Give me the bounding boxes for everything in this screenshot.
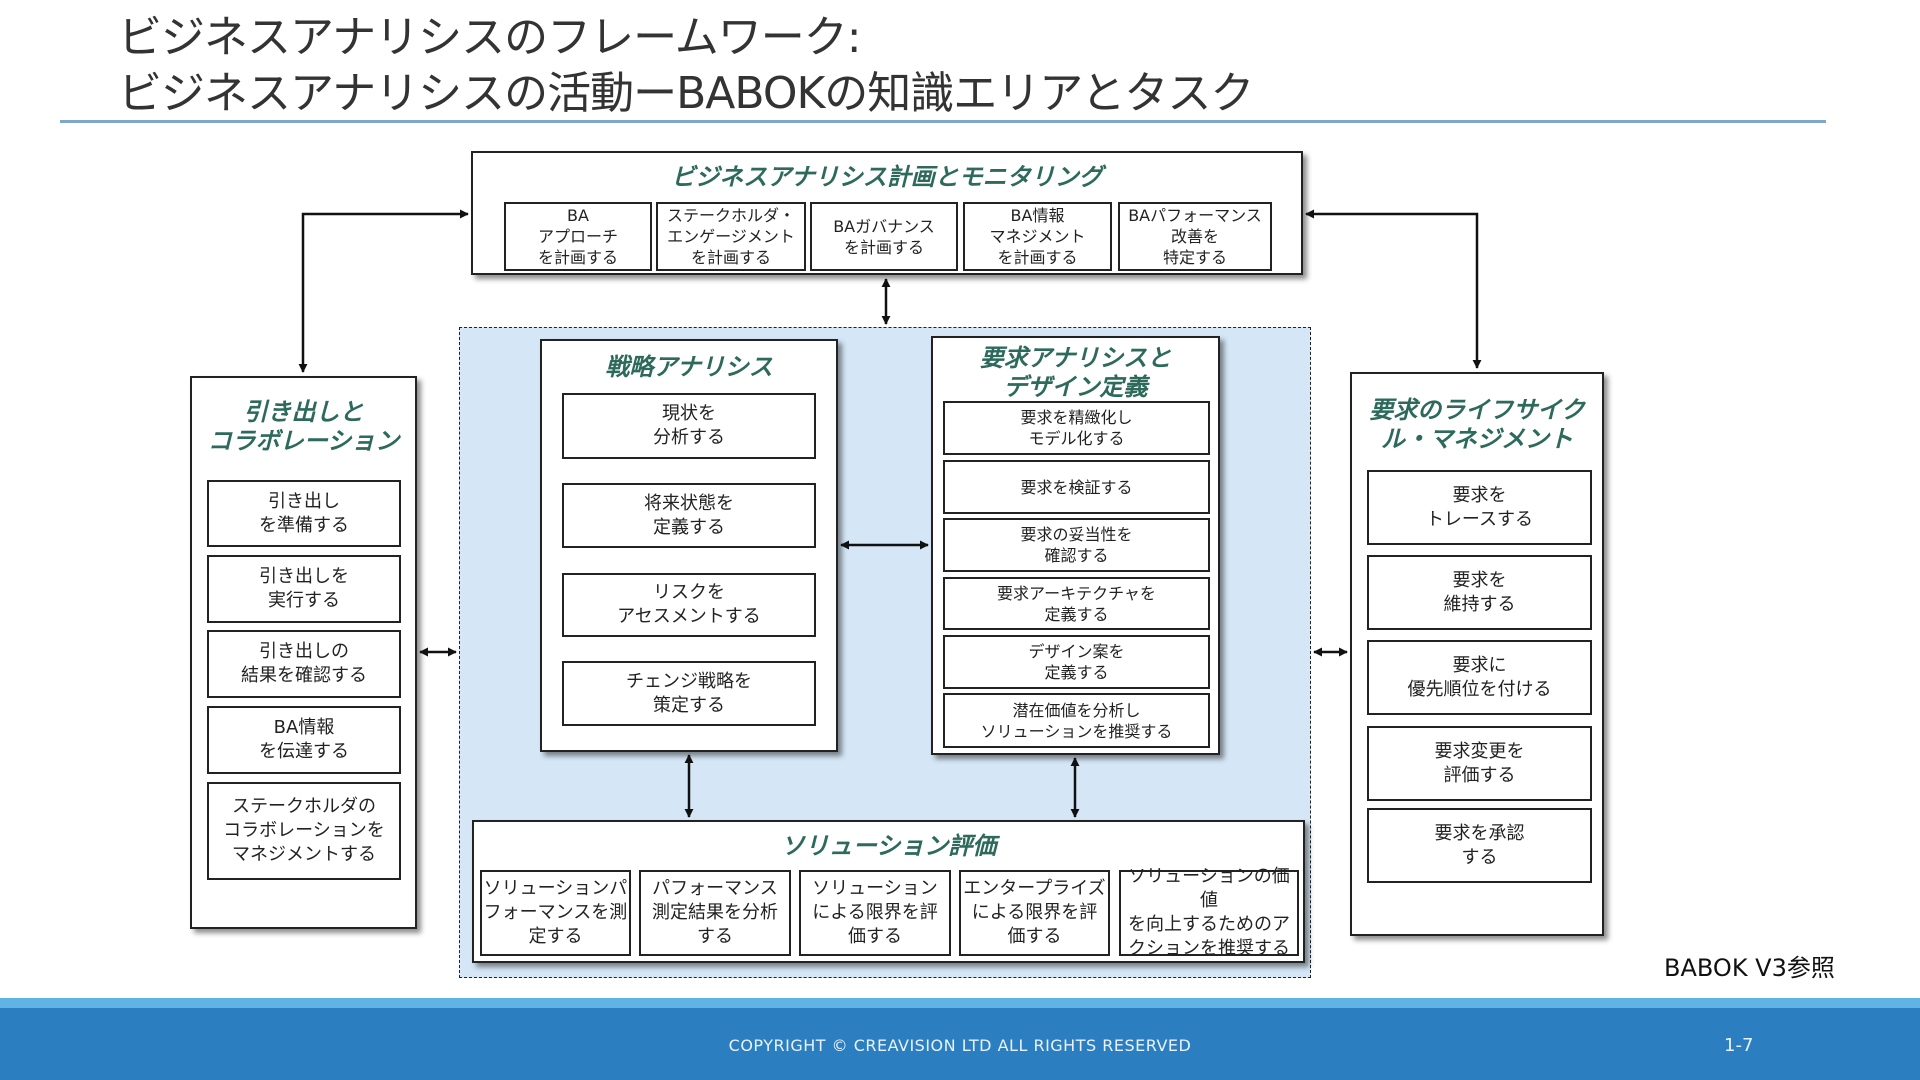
planning-task: ステークホルダ・ エンゲージメント を計画する xyxy=(656,202,806,271)
elicitation-task: 引き出しの 結果を確認する xyxy=(207,630,401,698)
elicitation-task: BA情報 を伝達する xyxy=(207,706,401,774)
planning-lifecycle-arrow xyxy=(1305,209,1482,369)
footer-bar xyxy=(0,1008,1920,1080)
reference-note: BABOK V3参照 xyxy=(1664,954,1835,982)
strategy-task: チェンジ戦略を 策定する xyxy=(562,661,816,726)
title-divider xyxy=(60,120,1826,123)
requirements-lifecycle-heading: 要求のライフサイク ル・マネジメント xyxy=(1369,396,1585,453)
strategy-task: 将来状態を 定義する xyxy=(562,483,816,548)
solution-task: パフォーマンス 測定結果を分析 する xyxy=(639,870,791,956)
solution-task: ソリューションの価値 を向上するためのア クションを推奨する xyxy=(1119,866,1299,959)
requirements-task: 要求を検証する xyxy=(943,460,1210,514)
requirements-design-box: 要求アナリシスと デザイン定義 要求を精緻化し モデル化する 要求を検証する 要… xyxy=(931,336,1220,755)
lifecycle-task: 要求を トレースする xyxy=(1367,470,1592,545)
elicitation-task: 引き出し を準備する xyxy=(207,480,401,547)
strategy-task: 現状を 分析する xyxy=(562,393,816,459)
elicitation-task: 引き出しを 実行する xyxy=(207,555,401,623)
solution-evaluation-heading: ソリューション評価 xyxy=(780,832,997,860)
slide-title: ビジネスアナリシスのフレームワーク: ビジネスアナリシスの活動ーBABOKの知識… xyxy=(118,10,1254,122)
lifecycle-task: 要求に 優先順位を付ける xyxy=(1367,640,1592,715)
planning-monitoring-heading: ビジネスアナリシス計画とモニタリング xyxy=(671,163,1103,191)
planning-monitoring-box: ビジネスアナリシス計画とモニタリング BA アプローチ を計画する ステークホル… xyxy=(471,151,1303,275)
requirements-task: 要求アーキテクチャを 定義する xyxy=(943,577,1210,630)
lifecycle-task: 要求を 維持する xyxy=(1367,555,1592,630)
strategy-analysis-box: 戦略アナリシス 現状を 分析する 将来状態を 定義する リスクを アセスメントす… xyxy=(540,339,838,752)
slide-title-line2: ビジネスアナリシスの活動ーBABOKの知識エリアとタスク xyxy=(118,68,1254,119)
slide-title-line1: ビジネスアナリシスのフレームワーク: xyxy=(118,12,862,63)
requirements-design-heading: 要求アナリシスと デザイン定義 xyxy=(979,344,1172,401)
page-number: 1-7 xyxy=(1724,1035,1754,1056)
solution-task: ソリューション による限界を評 価する xyxy=(799,870,951,956)
requirements-task: 要求の妥当性を 確認する xyxy=(943,518,1210,572)
strategy-task: リスクを アセスメントする xyxy=(562,573,816,637)
planning-task: BAパフォーマンス 改善を 特定する xyxy=(1118,202,1272,271)
elicitation-collaboration-heading: 引き出しと コラボレーション xyxy=(207,398,400,455)
planning-elicitation-arrow xyxy=(298,209,469,373)
planning-task: BA アプローチ を計画する xyxy=(504,202,652,271)
strategy-analysis-heading: 戦略アナリシス xyxy=(605,353,773,381)
planning-task: BAガバナンス を計画する xyxy=(810,202,958,271)
requirements-task: デザイン案を 定義する xyxy=(943,635,1210,689)
planning-task: BA情報 マネジメント を計画する xyxy=(963,202,1112,271)
lifecycle-task: 要求を承認 する xyxy=(1367,808,1592,883)
elicitation-task: ステークホルダの コラボレーションを マネジメントする xyxy=(207,782,401,880)
elicitation-collaboration-box: 引き出しと コラボレーション 引き出し を準備する 引き出しを 実行する 引き出… xyxy=(190,376,417,929)
requirements-lifecycle-box: 要求のライフサイク ル・マネジメント 要求を トレースする 要求を 維持する 要… xyxy=(1350,372,1604,936)
requirements-task: 要求を精緻化し モデル化する xyxy=(943,401,1210,455)
solution-task: ソリューションパ フォーマンスを測 定する xyxy=(480,870,631,956)
solution-evaluation-box: ソリューション評価 ソリューションパ フォーマンスを測 定する パフォーマンス … xyxy=(472,820,1305,963)
lifecycle-task: 要求変更を 評価する xyxy=(1367,726,1592,801)
footer-stripe xyxy=(0,998,1920,1008)
requirements-task: 潜在価値を分析し ソリューションを推奨する xyxy=(943,693,1210,748)
solution-task: エンタープライズ による限界を評 価する xyxy=(959,870,1110,956)
copyright-text: COPYRIGHT © CREAVISION LTD ALL RIGHTS RE… xyxy=(728,1036,1192,1055)
